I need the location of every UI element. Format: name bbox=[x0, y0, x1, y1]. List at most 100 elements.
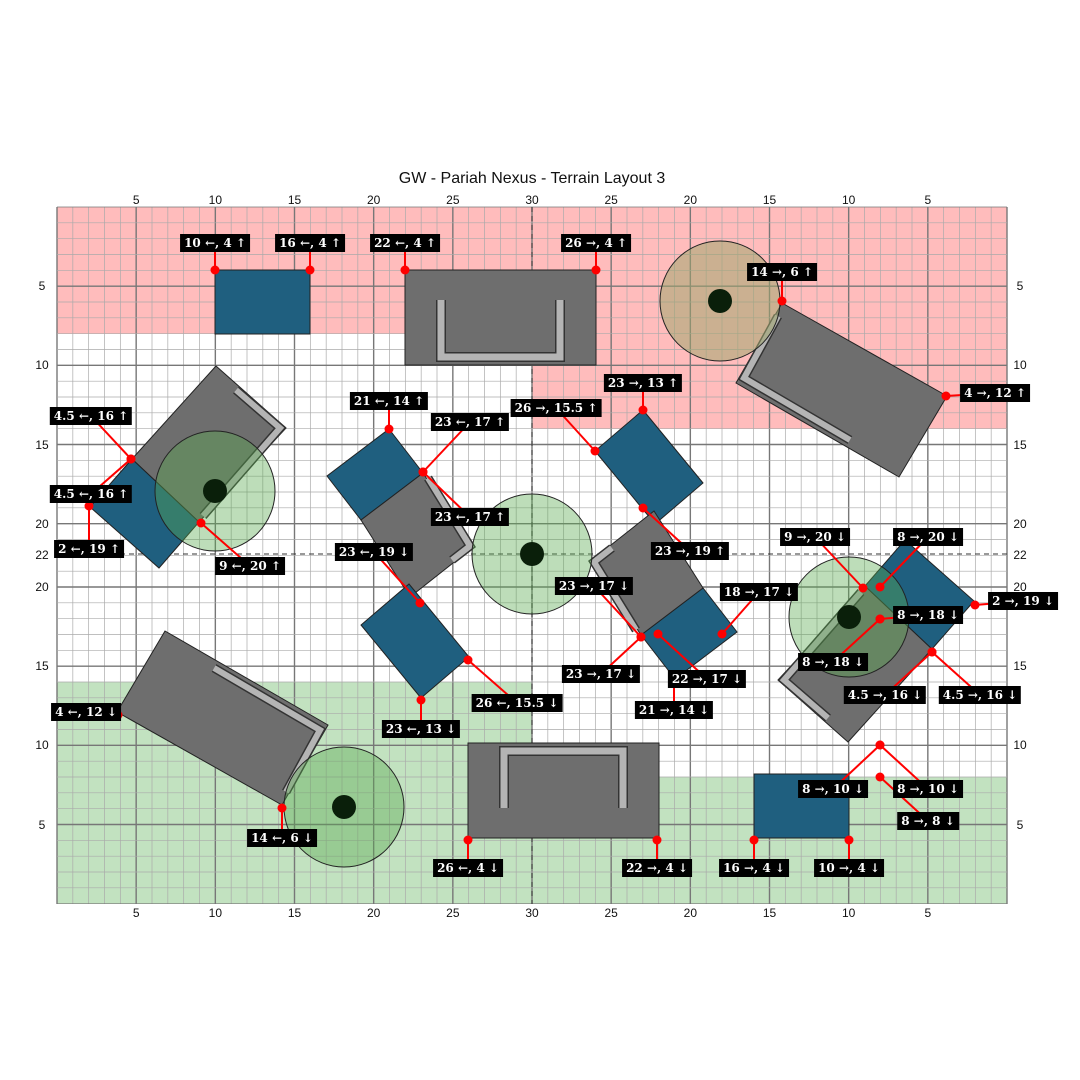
measurement-point bbox=[463, 655, 473, 665]
measurement-point bbox=[384, 424, 394, 434]
objective-marker bbox=[332, 795, 356, 819]
measurement-label: 4 ←, 12 ↓ bbox=[51, 703, 121, 721]
measurement-label: 14 ←, 6 ↓ bbox=[247, 829, 317, 847]
measurement-label: 9 ←, 20 ↑ bbox=[215, 557, 285, 575]
measurement-point bbox=[638, 405, 648, 415]
axis-tick-label: 30 bbox=[525, 906, 539, 920]
axis-tick-label: 10 bbox=[841, 906, 856, 920]
axis-tick-label: 15 bbox=[762, 193, 777, 207]
measurement-label: 2 →, 19 ↓ bbox=[988, 592, 1058, 610]
axis-tick-label: 10 bbox=[35, 738, 49, 753]
axis-tick-label: 20 bbox=[366, 193, 381, 207]
measurement-point bbox=[749, 835, 759, 845]
measurement-point bbox=[653, 629, 663, 639]
axis-tick-label: 5 bbox=[924, 906, 932, 920]
axis-tick-label: 10 bbox=[1013, 738, 1027, 753]
axis-tick-label: 20 bbox=[1013, 580, 1027, 594]
axis-tick-label: 10 bbox=[35, 358, 49, 373]
axis-tick-label: 15 bbox=[1013, 437, 1027, 452]
map-title: GW - Pariah Nexus - Terrain Layout 3 bbox=[398, 170, 666, 187]
measurement-point bbox=[400, 265, 410, 275]
axis-tick-label: 15 bbox=[35, 437, 49, 452]
objective-marker bbox=[203, 479, 227, 503]
measurement-label: 26 →, 4 ↑ bbox=[561, 234, 631, 252]
axis-tick-label: 30 bbox=[525, 193, 539, 207]
measurement-point bbox=[927, 647, 937, 657]
measurement-point bbox=[875, 740, 885, 750]
axis-tick-label: 20 bbox=[35, 516, 49, 531]
measurement-label: 4.5 ←, 16 ↑ bbox=[49, 407, 133, 425]
axis-tick-label: 25 bbox=[604, 906, 618, 920]
objective-marker bbox=[708, 289, 732, 313]
measurement-point bbox=[652, 835, 662, 845]
measurement-point bbox=[875, 582, 885, 592]
axis-tick-label: 10 bbox=[841, 193, 856, 207]
measurement-point bbox=[210, 265, 220, 275]
measurement-label: 26 ←, 15.5 ↓ bbox=[471, 694, 563, 712]
measurement-label: 23 →, 19 ↑ bbox=[650, 542, 730, 560]
measurement-point bbox=[717, 629, 727, 639]
measurement-label: 23 ←, 13 ↓ bbox=[381, 720, 461, 738]
measurement-point bbox=[418, 467, 428, 477]
measurement-label: 26 →, 15.5 ↑ bbox=[510, 399, 602, 417]
axis-tick-label: 25 bbox=[446, 193, 460, 207]
measurement-label: 22 ←, 4 ↑ bbox=[370, 234, 440, 252]
measurement-label: 8 →, 18 ↓ bbox=[893, 606, 963, 624]
measurement-point bbox=[777, 296, 787, 306]
axis-tick-label: 25 bbox=[604, 193, 618, 207]
axis-tick-label: 20 bbox=[683, 193, 698, 207]
axis-tick-label: 5 bbox=[924, 193, 932, 207]
axis-tick-label: 20 bbox=[35, 580, 49, 594]
measurement-label: 8 →, 10 ↓ bbox=[798, 780, 868, 798]
measurement-label: 4 →, 12 ↑ bbox=[960, 384, 1030, 402]
axis-tick-label: 15 bbox=[35, 659, 49, 674]
measurement-label: 8 →, 10 ↓ bbox=[893, 780, 963, 798]
measurement-label: 23 ←, 17 ↑ bbox=[430, 508, 510, 526]
measurement-label: 4.5 →, 16 ↓ bbox=[938, 686, 1022, 704]
blue-terrain bbox=[214, 269, 311, 335]
measurement-label: 2 ←, 19 ↑ bbox=[54, 540, 124, 558]
measurement-label: 22 →, 4 ↓ bbox=[622, 859, 692, 877]
axis-tick-label: 10 bbox=[1013, 358, 1027, 373]
measurement-label: 14 →, 6 ↑ bbox=[747, 263, 817, 281]
measurement-label: 8 →, 20 ↓ bbox=[893, 528, 963, 546]
measurement-point bbox=[463, 835, 473, 845]
measurement-point bbox=[638, 503, 648, 513]
objective-marker bbox=[837, 605, 861, 629]
axis-tick-label: 22 bbox=[35, 548, 49, 563]
measurement-label: 10 →, 4 ↓ bbox=[814, 859, 884, 877]
axis-tick-label: 10 bbox=[208, 193, 223, 207]
axis-tick-label: 15 bbox=[762, 906, 777, 920]
measurement-point bbox=[844, 835, 854, 845]
measurement-point bbox=[305, 265, 315, 275]
measurement-label: 8 →, 18 ↓ bbox=[798, 653, 868, 671]
axis-tick-label: 5 bbox=[1016, 817, 1024, 832]
axis-tick-label: 5 bbox=[38, 817, 46, 832]
axis-tick-label: 25 bbox=[446, 906, 460, 920]
measurement-label: 16 ←, 4 ↑ bbox=[275, 234, 345, 252]
measurement-label: 4.5 →, 16 ↓ bbox=[843, 686, 927, 704]
measurement-label: 21 →, 14 ↓ bbox=[634, 701, 714, 719]
ruin-terrain bbox=[404, 269, 597, 366]
measurement-point bbox=[941, 391, 951, 401]
measurement-point bbox=[858, 583, 868, 593]
measurement-point bbox=[875, 614, 885, 624]
measurement-label: 23 ←, 17 ↑ bbox=[430, 413, 510, 431]
measurement-point bbox=[415, 598, 425, 608]
axis-tick-label: 10 bbox=[208, 906, 223, 920]
measurement-point bbox=[590, 446, 600, 456]
measurement-label: 4.5 ←, 16 ↑ bbox=[49, 485, 133, 503]
axis-tick-label: 5 bbox=[132, 906, 140, 920]
measurement-point bbox=[84, 501, 94, 511]
axis-tick-label: 5 bbox=[38, 279, 46, 294]
measurement-point bbox=[196, 518, 206, 528]
measurement-label: 9 →, 20 ↓ bbox=[780, 528, 850, 546]
measurement-label: 26 ←, 4 ↓ bbox=[433, 859, 503, 877]
measurement-point bbox=[970, 600, 980, 610]
measurement-point bbox=[636, 632, 646, 642]
axis-tick-label: 20 bbox=[683, 906, 698, 920]
measurement-point bbox=[875, 772, 885, 782]
axis-tick-label: 15 bbox=[1013, 659, 1027, 674]
measurement-label: 10 ←, 4 ↑ bbox=[180, 234, 250, 252]
axis-tick-label: 20 bbox=[366, 906, 381, 920]
